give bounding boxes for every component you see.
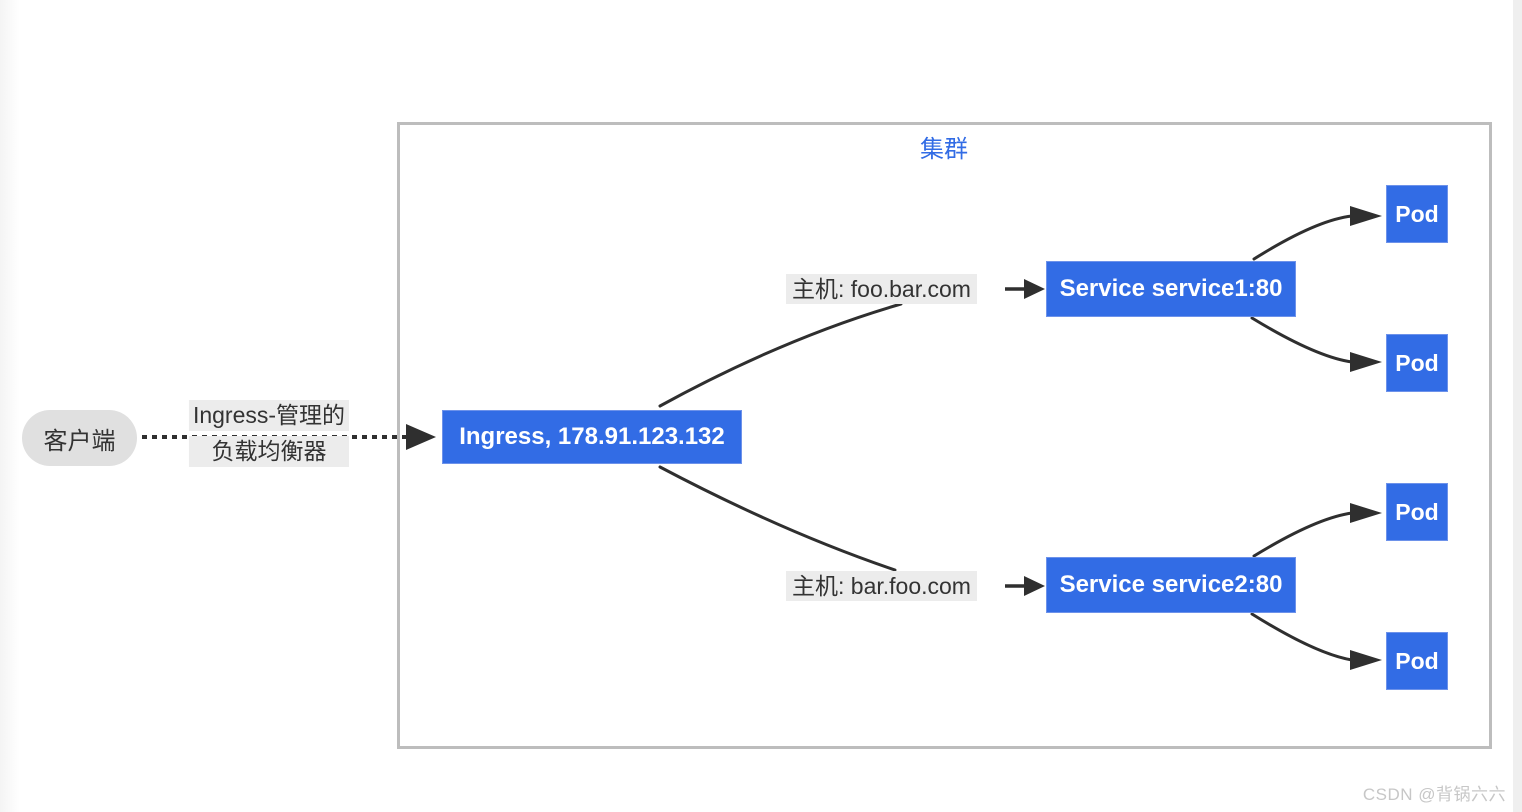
cluster-label: 集群 — [920, 136, 968, 163]
ingress-node: Ingress, 178.91.123.132 — [442, 410, 742, 464]
ingress-edge-label-line2: 负载均衡器 — [207, 436, 331, 467]
pod-node: Pod — [1386, 185, 1448, 243]
host-rule-foo-bar: 主机: foo.bar.com — [786, 274, 977, 304]
service2-to-pod3-curve — [1252, 511, 1354, 558]
page-left-fade — [0, 0, 20, 812]
ingress-to-host2-curve — [658, 465, 897, 572]
pod-node: Pod — [1386, 632, 1448, 690]
service2-to-pod4-arrowhead-icon — [1350, 650, 1382, 670]
pod-node: Pod — [1386, 483, 1448, 541]
cluster-boundary — [397, 122, 1492, 749]
service2-to-pod3-arrowhead-icon — [1350, 503, 1382, 523]
page-right-gutter — [1513, 0, 1522, 812]
service1-to-pod2-curve — [1250, 316, 1354, 364]
service2-node: Service service2:80 — [1046, 557, 1296, 613]
service1-to-pod2-arrowhead-icon — [1350, 352, 1382, 372]
service1-to-pod1-arrowhead-icon — [1350, 206, 1382, 226]
ingress-edge-label: Ingress-管理的 负载均衡器 — [188, 400, 350, 472]
host1-to-service1-arrowhead-icon — [1024, 279, 1045, 299]
service1-node: Service service1:80 — [1046, 261, 1296, 317]
ingress-to-host1-curve — [658, 302, 903, 408]
client-node: 客户端 — [22, 410, 137, 466]
service2-to-pod4-curve — [1250, 612, 1354, 662]
pod-node: Pod — [1386, 334, 1448, 392]
csdn-watermark: CSDN @背锅六六 — [1362, 785, 1506, 804]
ingress-edge-label-line1: Ingress-管理的 — [188, 400, 350, 431]
host-rule-bar-foo: 主机: bar.foo.com — [786, 571, 977, 601]
host2-to-service2-arrowhead-icon — [1024, 576, 1045, 596]
client-to-ingress-arrowhead-icon — [406, 424, 436, 450]
service1-to-pod1-curve — [1252, 214, 1354, 261]
